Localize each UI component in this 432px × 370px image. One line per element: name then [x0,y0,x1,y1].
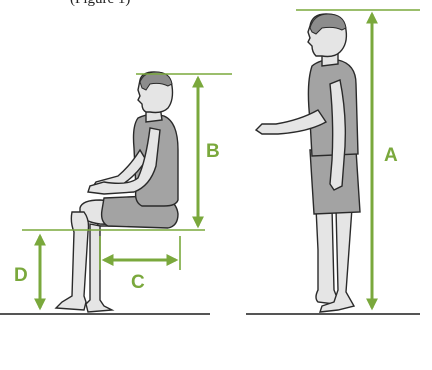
measure-c [100,236,180,270]
measure-c-label: C [131,272,145,293]
measure-b-label: B [206,141,220,162]
seated-person-figure [56,72,178,312]
measure-d-label: D [14,265,28,286]
standing-person-figure [256,14,360,312]
figure-caption: (Figure 1) [70,0,190,8]
measure-a-label: A [384,145,398,166]
